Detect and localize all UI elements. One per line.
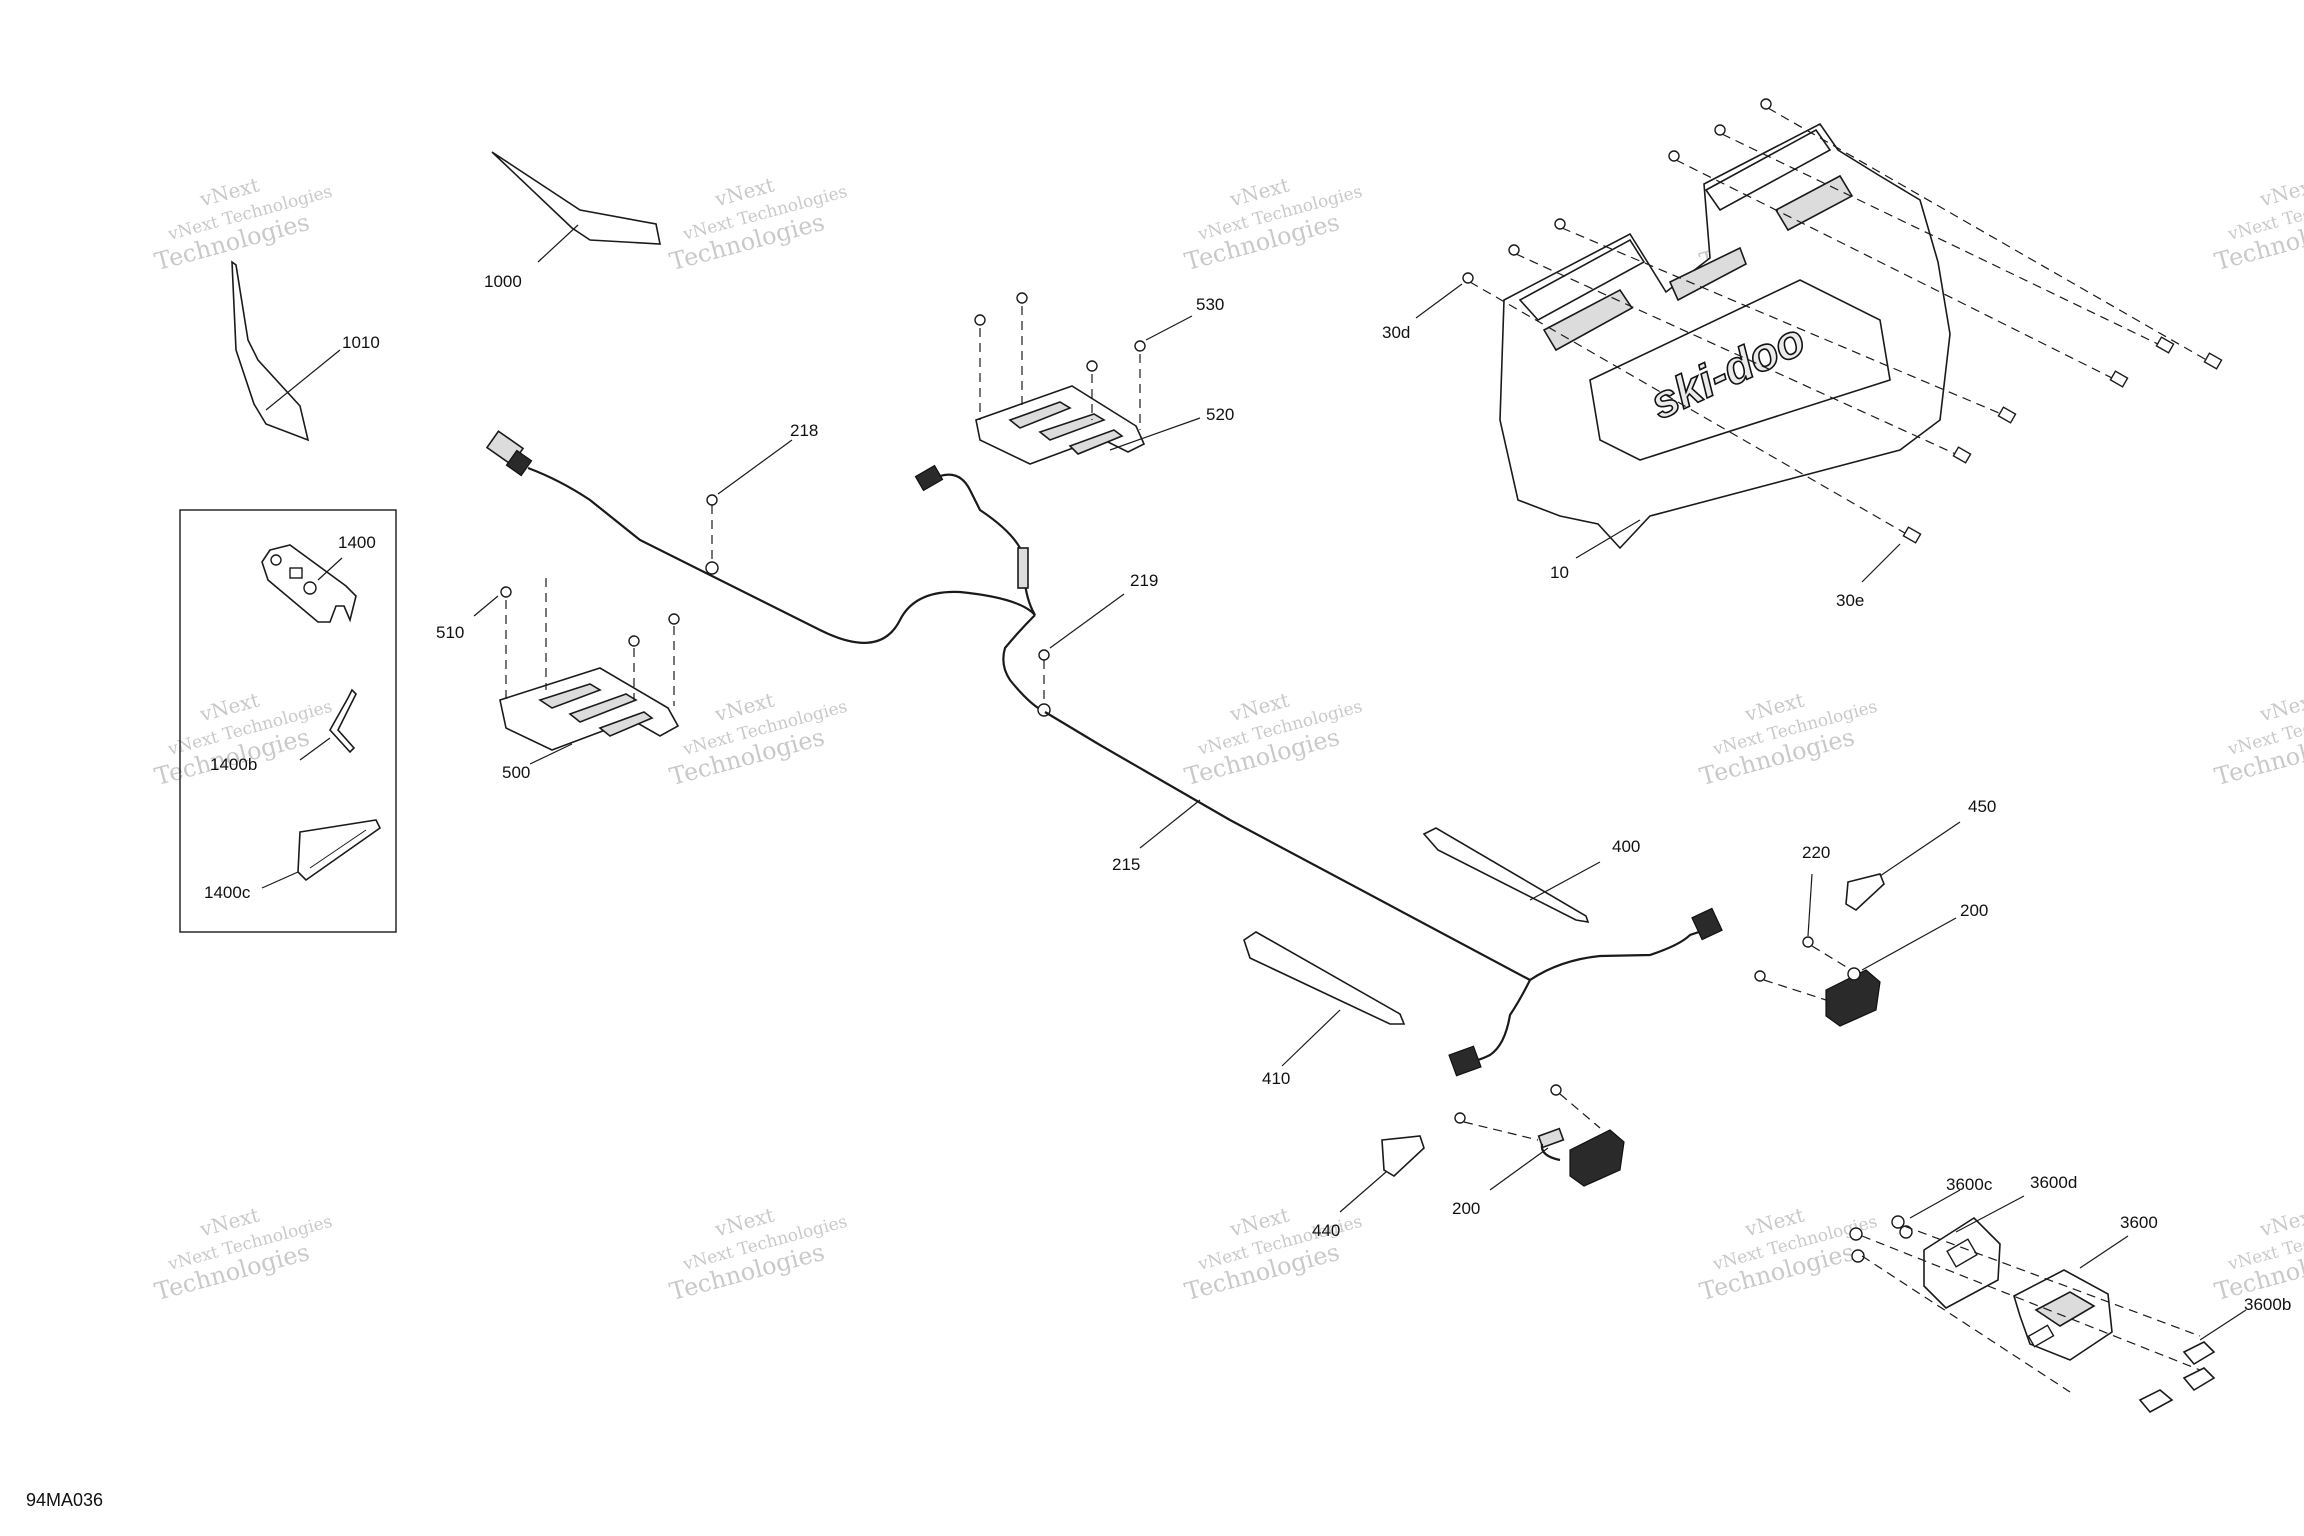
- callout-530: 530: [1196, 295, 1224, 314]
- callout-218: 218: [790, 421, 818, 440]
- reflector-410: [1243, 931, 1406, 1067]
- callout-500: 500: [502, 763, 530, 782]
- plate-500: [473, 578, 680, 765]
- callout-215: 215: [1112, 855, 1140, 874]
- light-200-lower: [1454, 1084, 1625, 1191]
- callout-3600d: 3600d: [2030, 1173, 2077, 1192]
- callout-1000: 1000: [484, 272, 522, 291]
- callout-1400: 1400: [338, 533, 376, 552]
- callout-400: 400: [1612, 837, 1640, 856]
- callout-3600c: 3600c: [1946, 1175, 1993, 1194]
- reflector-400: [1422, 827, 1601, 924]
- callout-10: 10: [1550, 563, 1569, 582]
- callout-1400b: 1400b: [210, 755, 257, 774]
- callout-220: 220: [1802, 843, 1830, 862]
- wiring-harness-215: [485, 430, 1723, 1077]
- hitch-3600: [1849, 1189, 2247, 1414]
- callout-410: 410: [1262, 1069, 1290, 1088]
- part-1000-decal: [491, 151, 661, 263]
- callout-200-lower: 200: [1452, 1199, 1480, 1218]
- callout-219: 219: [1130, 571, 1158, 590]
- callout-30e: 30e: [1836, 591, 1864, 610]
- callout-450: 450: [1968, 797, 1996, 816]
- callout-510: 510: [436, 623, 464, 642]
- callout-3600b: 3600b: [2244, 1295, 2291, 1314]
- diagram-code: 94MA036: [26, 1490, 103, 1510]
- callout-440: 440: [1312, 1221, 1340, 1240]
- callout-30d: 30d: [1382, 323, 1410, 342]
- reflector-440: [1339, 1135, 1425, 1213]
- fasteners-218-219: [706, 439, 1125, 700]
- reflector-450: [1845, 821, 1961, 911]
- light-200-upper: [1754, 873, 1957, 1027]
- callout-1400c: 1400c: [204, 883, 251, 902]
- callout-3600: 3600: [2120, 1213, 2158, 1232]
- callout-1010: 1010: [342, 333, 380, 352]
- callout-200-upper: 200: [1960, 901, 1988, 920]
- rear-panel-10: ski-doo: [1415, 98, 2223, 583]
- callout-520: 520: [1206, 405, 1234, 424]
- tool-kit-box: [179, 509, 397, 933]
- plate-520: [974, 292, 1201, 465]
- part-1010-decal: [231, 260, 341, 442]
